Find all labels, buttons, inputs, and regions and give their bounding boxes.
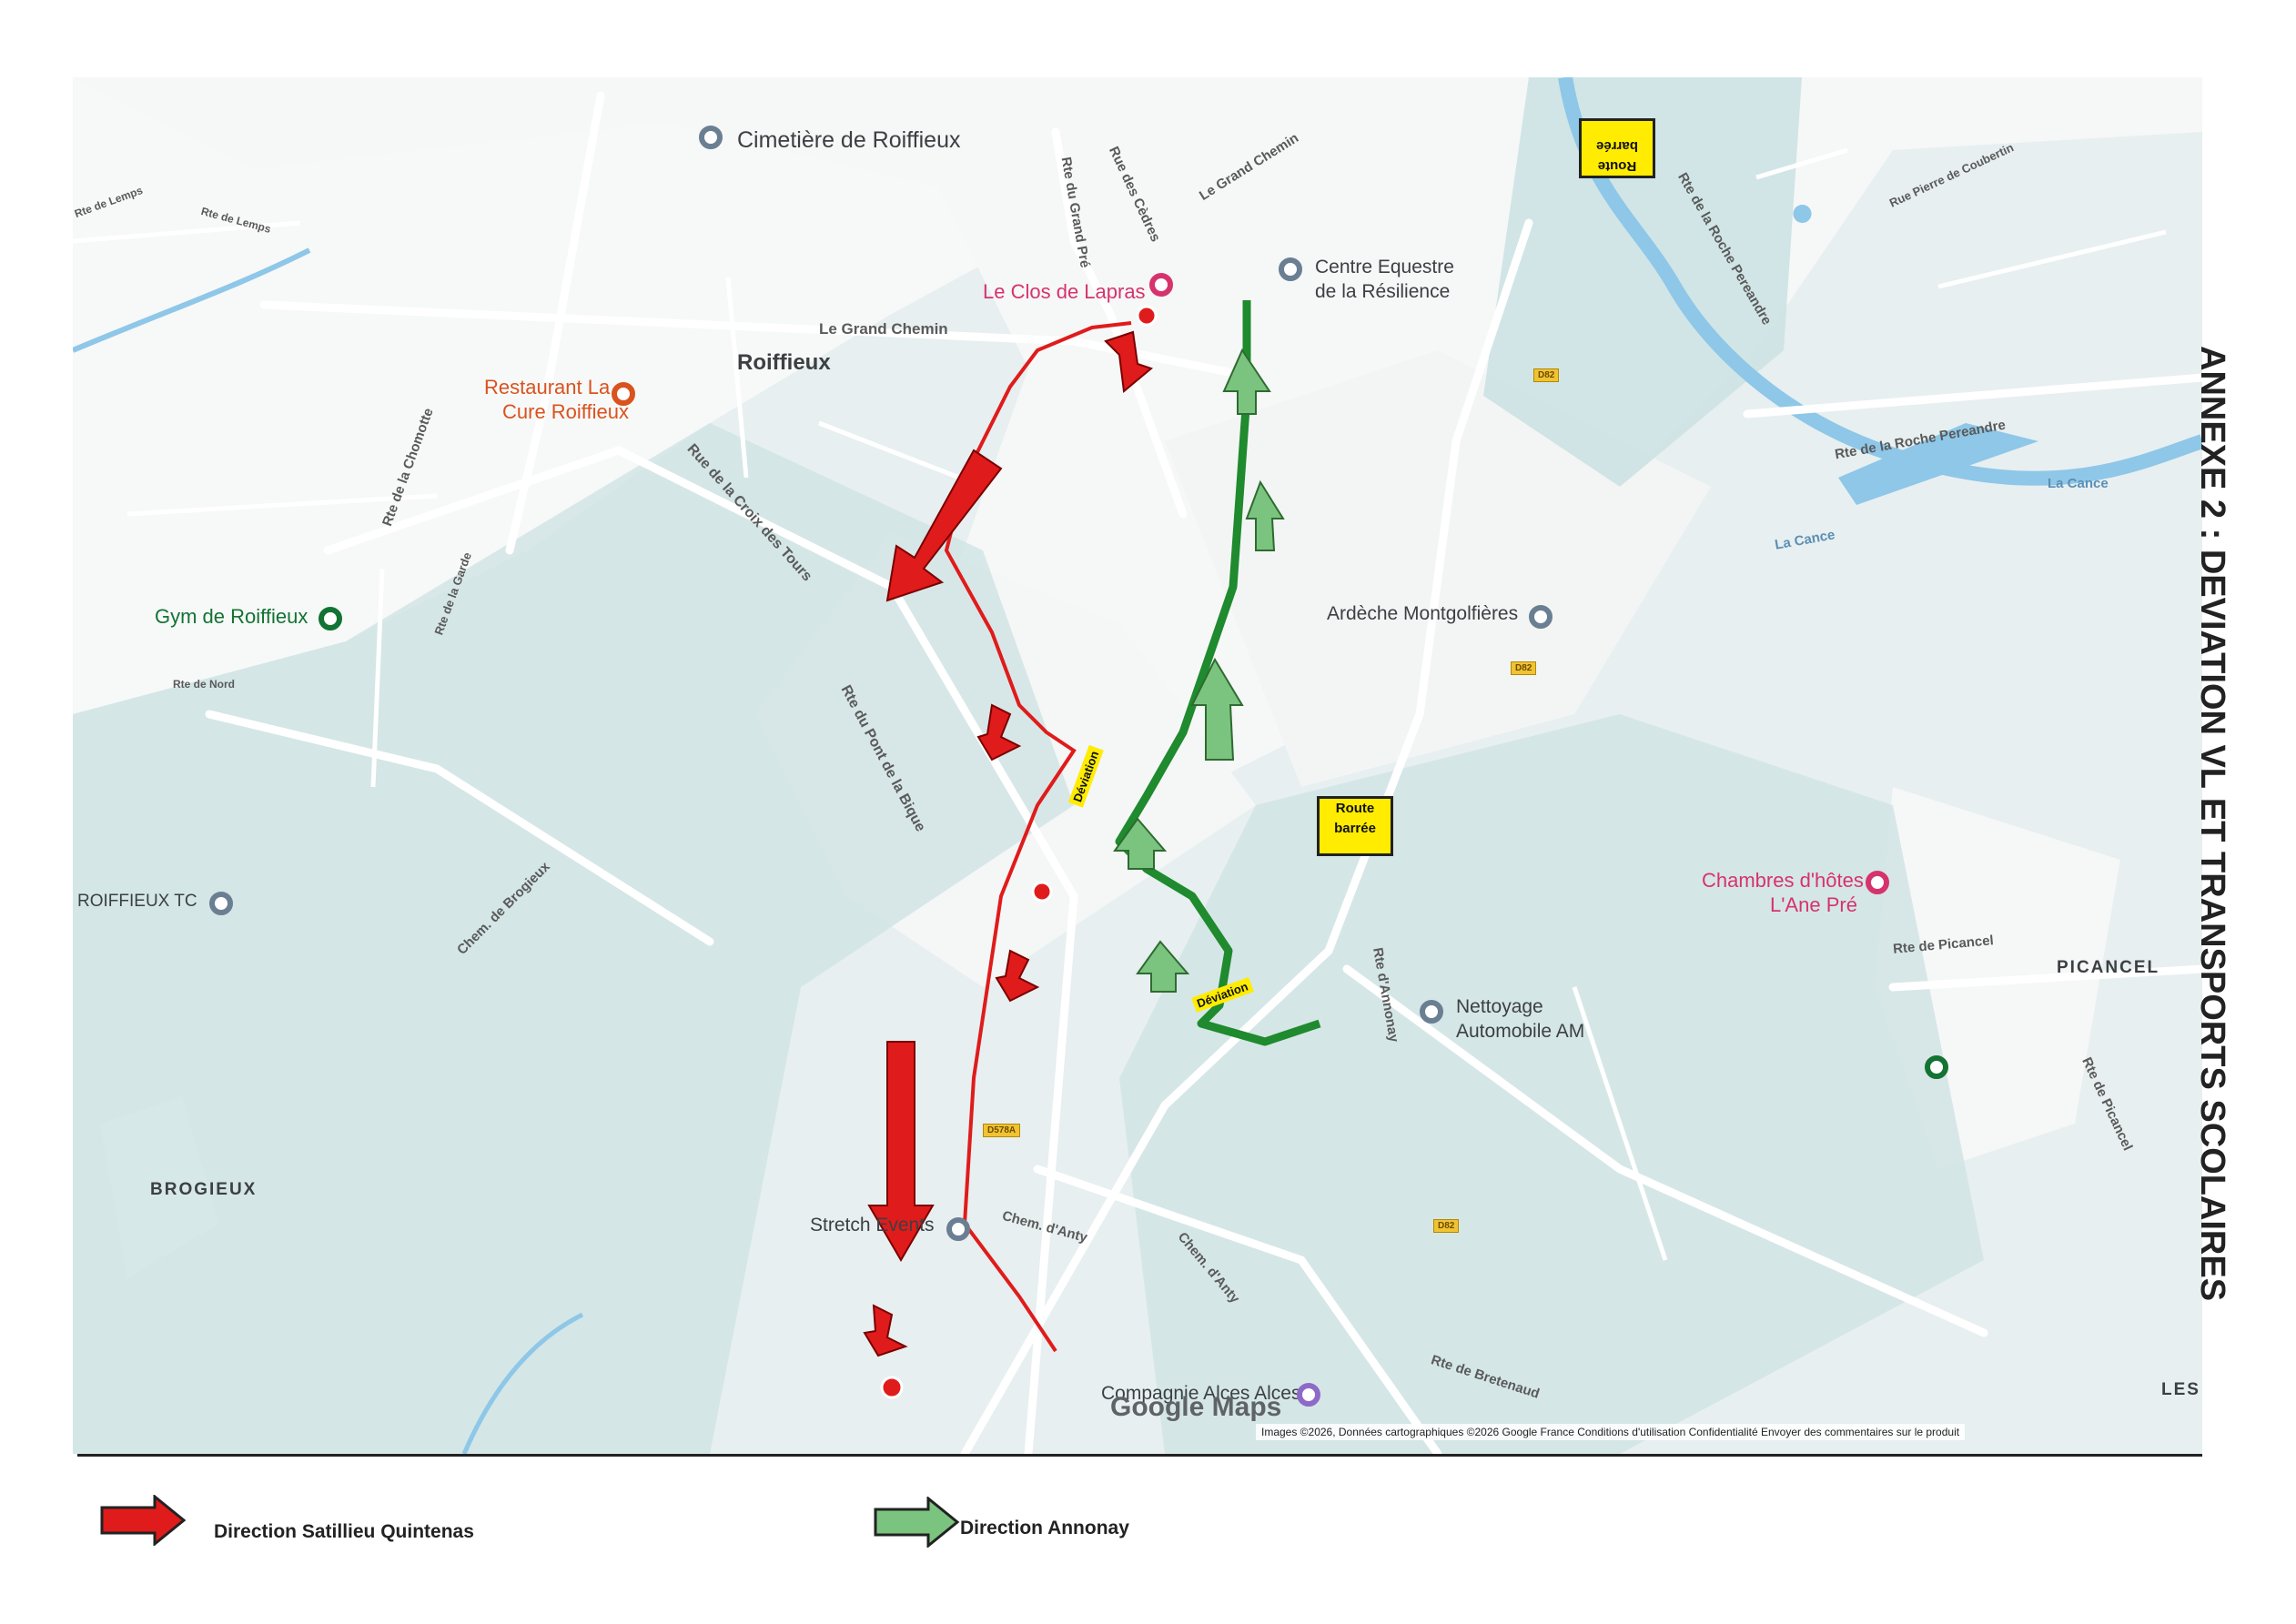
- road-label-grand-chemin: Le Grand Chemin: [819, 320, 948, 338]
- chambres-label-2[interactable]: L'Ane Pré: [1770, 893, 1857, 916]
- alces-pin-icon[interactable]: [1297, 1383, 1320, 1407]
- equestre-label-2: de la Résilience: [1315, 281, 1451, 302]
- road-badge-d82-c: D82: [1433, 1219, 1460, 1233]
- park-pin-icon[interactable]: [1925, 1055, 1948, 1079]
- picancel-label: PICANCEL: [2057, 958, 2160, 977]
- cemetery-pin-icon[interactable]: [699, 126, 723, 149]
- equestre-pin-icon[interactable]: [1279, 257, 1302, 281]
- nettoyage-label-1[interactable]: Nettoyage: [1456, 996, 1543, 1017]
- map[interactable]: Cimetière de Roiffieux Le Clos de Lapras…: [73, 77, 2202, 1454]
- road-badge-d82: D82: [1533, 368, 1560, 382]
- montgolfieres-pin-icon[interactable]: [1529, 605, 1553, 629]
- brogieux-label: BROGIEUX: [150, 1180, 258, 1199]
- restaurant-label-2[interactable]: Cure Roiffieux: [502, 400, 629, 423]
- gym-label[interactable]: Gym de Roiffieux: [155, 605, 308, 628]
- nettoyage-label-2[interactable]: Automobile AM: [1456, 1021, 1585, 1042]
- map-attribution[interactable]: Images ©2026, Données cartographiques ©2…: [1256, 1424, 1966, 1440]
- gym-pin-icon[interactable]: [319, 607, 342, 630]
- clos-lapras-label[interactable]: Le Clos de Lapras: [983, 280, 1146, 303]
- roiffieux-tc-label[interactable]: ROIFFIEUX TC: [77, 892, 197, 911]
- legend-green-label: Direction Annonay: [960, 1518, 1129, 1538]
- road-label-cance-1: La Cance: [2048, 476, 2109, 491]
- stretch-events-pin-icon[interactable]: [946, 1217, 970, 1241]
- road-closed-sign-north: Route barrée: [1579, 118, 1655, 178]
- restaurant-label-1[interactable]: Restaurant La: [484, 376, 611, 398]
- roiffieux-label: Roiffieux: [737, 350, 831, 375]
- chambres-pin-icon[interactable]: [1866, 871, 1889, 894]
- map-canvas: [73, 77, 2202, 1454]
- road-badge-d578a: D578A: [983, 1124, 1021, 1137]
- roiffieux-tc-pin-icon[interactable]: [209, 892, 233, 915]
- legend-green-arrow-icon: [874, 1497, 960, 1548]
- stretch-events-label[interactable]: Stretch Events: [810, 1215, 935, 1236]
- google-maps-logo: Google Maps: [1110, 1392, 1282, 1422]
- equestre-label-1: Centre Equestre: [1315, 257, 1454, 277]
- cemetery-label: Cimetière de Roiffieux: [737, 127, 961, 153]
- road-label-nord: Rte de Nord: [173, 678, 236, 691]
- map-bottom-border: [77, 1454, 2202, 1457]
- legend-red-arrow-icon: [100, 1495, 187, 1546]
- clos-lapras-pin-icon[interactable]: [1149, 273, 1173, 297]
- alces-label[interactable]: Compagnie Alces Alces: [1101, 1383, 1301, 1404]
- document-title: ANNEXE 2 : DEVIATION VL ET TRANSPORTS SC…: [2193, 346, 2231, 1302]
- montgolfieres-label[interactable]: Ardèche Montgolfières: [1327, 603, 1519, 624]
- restaurant-pin-icon[interactable]: [612, 382, 635, 406]
- les-label: LES: [2161, 1380, 2200, 1399]
- legend-red-label: Direction Satillieu Quintenas: [214, 1521, 474, 1542]
- road-badge-d82-b: D82: [1511, 661, 1537, 675]
- chambres-label-1[interactable]: Chambres d'hôtes: [1702, 869, 1864, 892]
- nettoyage-pin-icon[interactable]: [1420, 1000, 1443, 1024]
- road-closed-sign-center: Route barrée: [1317, 796, 1393, 856]
